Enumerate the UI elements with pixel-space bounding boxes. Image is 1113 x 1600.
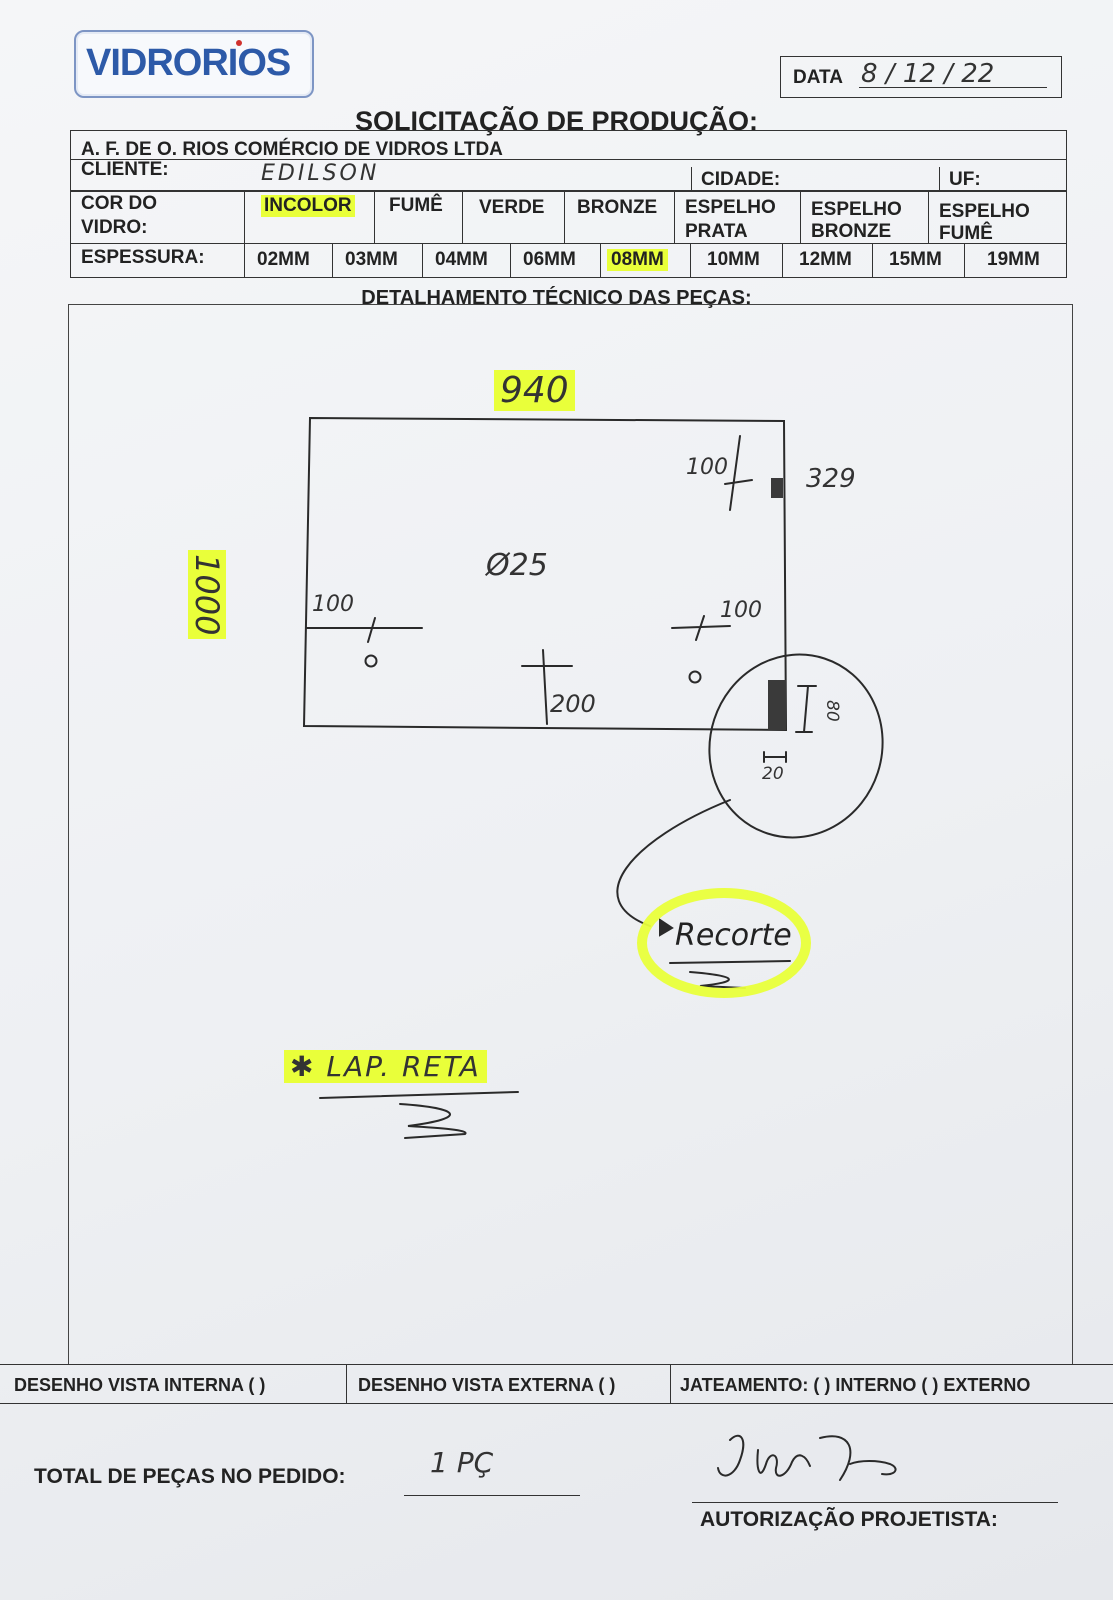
- notch-width: 20: [762, 764, 784, 784]
- dim-left: 100: [312, 592, 354, 617]
- detail-section-title: DETALHAMENTO TÉCNICO DAS PEÇAS:: [361, 287, 752, 309]
- color-option-incolor[interactable]: INCOLOR: [245, 191, 375, 243]
- height-dimension: 1000: [188, 550, 226, 640]
- thickness-option-label: 08MM: [607, 249, 668, 271]
- thickness-option-04mm[interactable]: 04MM: [423, 243, 511, 277]
- thickness-option-label: 19MM: [987, 249, 1040, 270]
- row-divider: [71, 243, 1066, 244]
- color-option-label: ESPELHO: [939, 201, 1030, 222]
- notch-label: Recorte: [675, 918, 792, 953]
- color-label-cell: COR DO VIDRO:: [71, 191, 245, 243]
- color-option-label-2: BRONZE: [811, 221, 892, 242]
- thickness-option-label: 04MM: [435, 249, 488, 270]
- color-option-label: BRONZE: [577, 197, 658, 218]
- color-option-label: INCOLOR: [261, 195, 355, 217]
- thickness-option-15mm[interactable]: 15MM: [873, 243, 965, 277]
- logo-red-dot: [236, 40, 242, 46]
- thickness-option-03mm[interactable]: 03MM: [333, 243, 423, 277]
- view-internal-option[interactable]: DESENHO VISTA INTERNA ( ): [14, 1375, 266, 1395]
- footer-divider: [670, 1365, 671, 1403]
- uf-label: UF:: [949, 169, 981, 190]
- thickness-label: ESPESSURA:: [81, 247, 205, 268]
- dim-top-right-a: 100: [686, 455, 728, 480]
- drawing-area: [68, 304, 1073, 1364]
- view-external-option[interactable]: DESENHO VISTA EXTERNA ( ): [358, 1375, 616, 1395]
- city-cell: [691, 167, 692, 191]
- thickness-option-label: 12MM: [799, 249, 852, 270]
- width-dimension: 940: [494, 370, 575, 411]
- uf-cell: [939, 167, 940, 191]
- client-value: EDILSON: [261, 161, 380, 186]
- footer-divider: [346, 1365, 347, 1403]
- color-option-label: VERDE: [479, 197, 545, 218]
- date-underline: [859, 87, 1047, 88]
- hole-diameter: Ø25: [486, 548, 548, 583]
- color-option-bronze[interactable]: BRONZE: [565, 191, 675, 243]
- color-option-label: ESPELHO: [811, 199, 902, 220]
- glass-spec-table: COR DO VIDRO: INCOLOR FUMÊ VERDE BRONZE …: [70, 190, 1067, 278]
- row-divider: [71, 159, 1066, 160]
- color-option-label: ESPELHO: [685, 197, 776, 218]
- thickness-label-cell: ESPESSURA:: [71, 243, 245, 277]
- client-label: CLIENTE:: [81, 159, 169, 180]
- color-option-espelho-bronze[interactable]: ESPELHO BRONZE: [801, 191, 929, 243]
- company-logo: VIDRORIOS: [74, 30, 314, 98]
- thickness-option-label: 03MM: [345, 249, 398, 270]
- color-option-fume[interactable]: FUMÊ: [375, 191, 463, 243]
- finish-note: ✱ LAP. RETA: [284, 1050, 487, 1083]
- color-option-label-2: FUMÊ: [939, 223, 993, 244]
- notch-height: 80: [822, 700, 842, 722]
- company-name: A. F. DE O. RIOS COMÉRCIO DE VIDROS LTDA: [81, 139, 503, 160]
- total-pieces-value: 1 PÇ: [430, 1446, 494, 1479]
- footer-options-row: DESENHO VISTA INTERNA ( ) DESENHO VISTA …: [0, 1364, 1113, 1404]
- color-option-label: FUMÊ: [389, 195, 443, 216]
- form-title: SOLICITAÇÃO DE PRODUÇÃO:: [355, 106, 758, 136]
- city-label: CIDADE:: [701, 169, 781, 190]
- date-box: DATA 8 / 12 / 22: [780, 56, 1062, 98]
- thickness-option-02mm[interactable]: 02MM: [245, 243, 333, 277]
- dim-top-right-b: 329: [806, 464, 856, 494]
- thickness-option-19mm[interactable]: 19MM: [965, 243, 1068, 277]
- date-label: DATA: [793, 67, 843, 88]
- dim-right: 100: [720, 598, 762, 623]
- authorization-line: [692, 1502, 1058, 1503]
- signature: [717, 1434, 897, 1481]
- client-header-box: A. F. DE O. RIOS COMÉRCIO DE VIDROS LTDA…: [70, 130, 1067, 192]
- dim-bottom: 200: [550, 690, 596, 718]
- total-pieces-label: TOTAL DE PEÇAS NO PEDIDO:: [34, 1465, 346, 1488]
- thickness-option-label: 02MM: [257, 249, 310, 270]
- thickness-option-12mm[interactable]: 12MM: [783, 243, 873, 277]
- color-option-espelho-fume[interactable]: ESPELHO FUMÊ: [929, 191, 1068, 244]
- total-pieces-line: [404, 1495, 580, 1496]
- authorization-label: AUTORIZAÇÃO PROJETISTA:: [700, 1508, 998, 1531]
- logo-text: VIDRORIOS: [86, 42, 291, 84]
- thickness-option-08mm[interactable]: 08MM: [601, 243, 691, 277]
- thickness-option-label: 15MM: [889, 249, 942, 270]
- color-option-label-2: PRATA: [685, 221, 748, 242]
- color-label-line2: VIDRO:: [81, 217, 148, 238]
- thickness-option-06mm[interactable]: 06MM: [511, 243, 601, 277]
- date-value: 8 / 12 / 22: [861, 59, 995, 89]
- thickness-option-label: 06MM: [523, 249, 576, 270]
- sandblast-option[interactable]: JATEAMENTO: ( ) INTERNO ( ) EXTERNO: [680, 1375, 1031, 1395]
- color-label-line1: COR DO: [81, 193, 157, 214]
- thickness-option-10mm[interactable]: 10MM: [691, 243, 783, 277]
- color-option-espelho-prata[interactable]: ESPELHO PRATA: [675, 191, 801, 243]
- thickness-option-label: 10MM: [707, 249, 760, 270]
- color-option-verde[interactable]: VERDE: [463, 191, 565, 243]
